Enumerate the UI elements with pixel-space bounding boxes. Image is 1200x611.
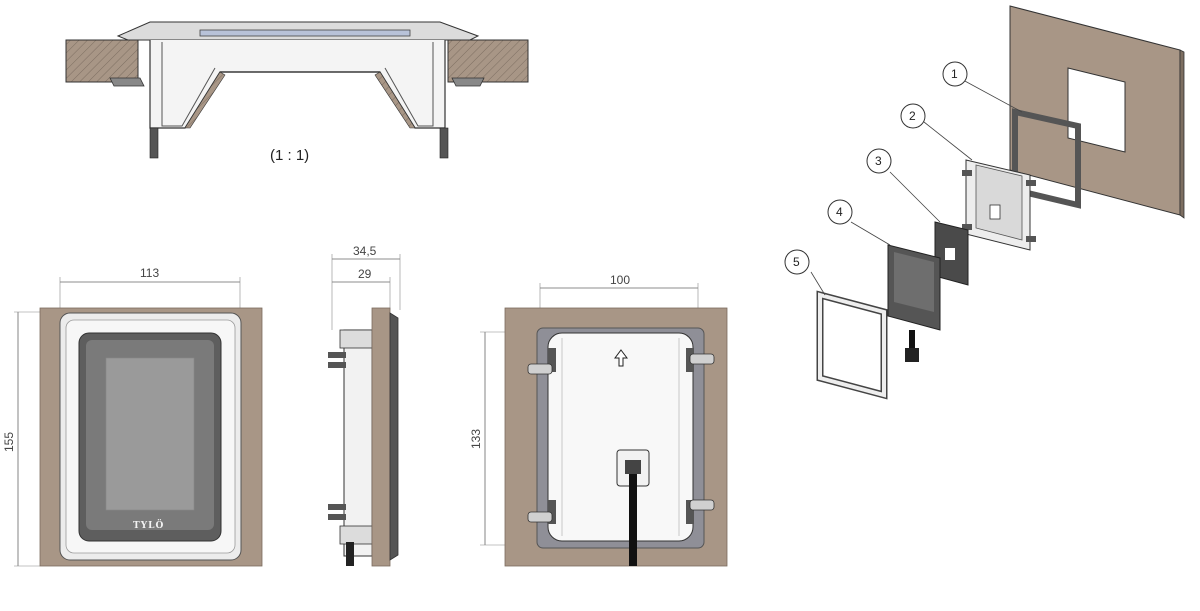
back-height-label: 133 (469, 429, 483, 449)
exploded-wall (1009, 5, 1185, 219)
section-view: (1 : 1) (65, 21, 529, 164)
svg-text:3: 3 (875, 154, 882, 168)
exploded-part-2-housing (962, 159, 1036, 251)
callout-4: 4 (827, 199, 853, 225)
callout-3: 3 (866, 148, 892, 174)
back-clamp-bottom-right (686, 499, 715, 524)
back-housing (547, 332, 694, 542)
callout-1: 1 (942, 61, 968, 87)
scale-label: (1 : 1) (270, 147, 309, 164)
side-screw-bottom (328, 504, 346, 520)
side-housing (343, 329, 373, 557)
wall-section-right (447, 39, 529, 83)
exploded-part-1-gasket (1012, 108, 1081, 209)
up-arrow-icon (614, 349, 628, 367)
side-wall (371, 307, 391, 567)
section-inner-wall-right (384, 42, 434, 127)
side-screw-top (328, 352, 346, 368)
back-cable (629, 474, 637, 566)
tylo-logo: TYLÖ (133, 518, 164, 531)
back-view: 100 133 (469, 273, 728, 567)
side-cable (346, 542, 354, 566)
callout-5: 5 (784, 249, 810, 275)
section-inner-wall-left (161, 42, 216, 127)
svg-text:1: 1 (951, 67, 958, 81)
section-screw-left (149, 127, 159, 159)
callout-2: 2 (900, 103, 926, 129)
side-inner-depth-label: 29 (358, 267, 372, 281)
section-cross-hatch-right (374, 71, 416, 129)
back-clamp-top-left (527, 348, 556, 375)
side-housing-flange-top (339, 329, 373, 349)
side-outer-depth-label: 34,5 (353, 244, 377, 258)
front-width-label: 113 (140, 266, 159, 280)
back-clamp-bottom-left (527, 500, 556, 524)
section-cross-hatch-left (184, 71, 226, 129)
side-bezel (389, 312, 399, 561)
front-height-label: 155 (2, 432, 16, 452)
back-width-label: 100 (610, 273, 630, 287)
exploded-part-4-display (887, 244, 941, 362)
svg-text:2: 2 (909, 109, 916, 123)
wall-section-left (65, 39, 139, 83)
back-clamp-top-right (686, 348, 715, 372)
section-clamp-right (451, 77, 485, 87)
section-glass (199, 29, 411, 37)
section-screw-right (439, 127, 449, 159)
section-clamp-left (109, 77, 145, 87)
side-view: 34,5 29 (328, 244, 401, 567)
svg-text:5: 5 (793, 255, 800, 269)
front-view: 113 155 TYLÖ (2, 266, 263, 567)
svg-text:4: 4 (836, 205, 843, 219)
front-screen (105, 357, 195, 511)
exploded-view: 1 2 3 4 5 (784, 5, 1185, 400)
side-housing-flange-bottom (339, 525, 373, 545)
